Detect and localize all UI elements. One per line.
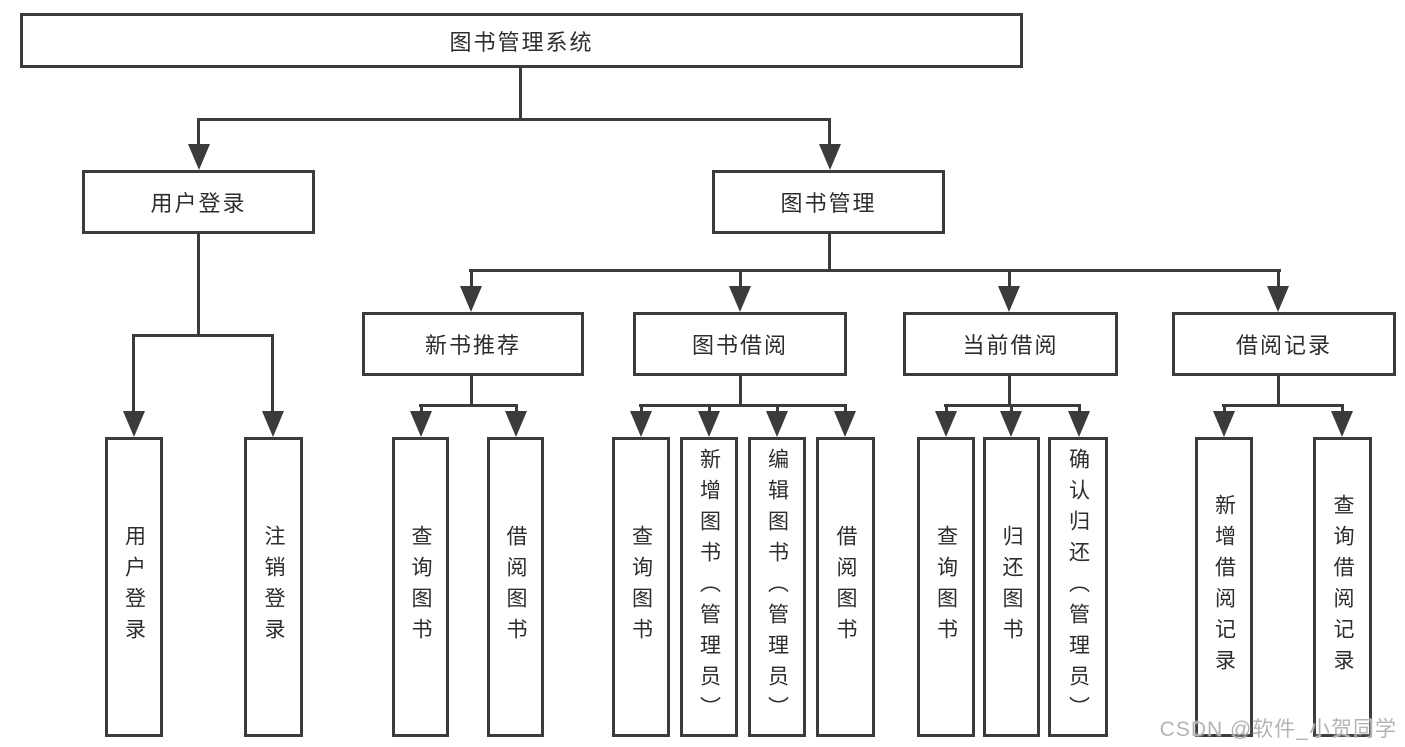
connector-current-stem-3: [1078, 404, 1081, 415]
leaf-recommend-borrow-books: 借阅图书: [487, 437, 544, 737]
connector-recommend-stem-1: [420, 404, 423, 415]
connector-borrow-branch: [639, 404, 847, 407]
leaf-records-add-borrow-record: 新增借阅记录: [1195, 437, 1253, 737]
arrow-down-icon: [698, 411, 720, 437]
arrow-down-icon: [834, 411, 856, 437]
connector-recommend-stem-2: [515, 404, 518, 415]
connector-current-stem-1: [945, 404, 948, 415]
arrow-down-icon: [262, 411, 284, 437]
connector-borrow-stem: [739, 374, 742, 407]
connector-root-right-stem: [828, 118, 831, 150]
arrow-down-icon: [729, 286, 751, 312]
connector-borrow-stem-4: [844, 404, 847, 415]
leaf-current-confirm-return-admin: 确认归还（管理员）: [1048, 437, 1108, 737]
leaf-records-query-borrow-record: 查询借阅记录: [1313, 437, 1372, 737]
connector-mgmt-stem-2: [739, 269, 742, 290]
leaf-current-return-books: 归还图书: [983, 437, 1040, 737]
arrow-down-icon: [1331, 411, 1353, 437]
node-book-borrow: 图书借阅: [633, 312, 847, 376]
leaf-recommend-query-books: 查询图书: [392, 437, 449, 737]
connector-mgmt-branch: [469, 269, 1281, 272]
connector-login-right-stem: [271, 334, 274, 414]
arrow-down-icon: [766, 411, 788, 437]
connector-records-branch: [1222, 404, 1344, 407]
arrow-down-icon: [998, 286, 1020, 312]
node-current-borrow: 当前借阅: [903, 312, 1118, 376]
leaf-borrow-query-books: 查询图书: [612, 437, 670, 737]
connector-records-stem-1: [1223, 404, 1226, 415]
arrow-down-icon: [630, 411, 652, 437]
connector-current-stem-2: [1010, 404, 1013, 415]
connector-mgmt-stem-1: [470, 269, 473, 290]
connector-login-left-stem: [132, 334, 135, 414]
arrow-down-icon: [1000, 411, 1022, 437]
connector-mgmt-stem: [828, 232, 831, 272]
connector-recommend-stem: [470, 374, 473, 407]
connector-mgmt-stem-4: [1277, 269, 1280, 290]
arrow-down-icon: [1267, 286, 1289, 312]
connector-borrow-stem-2: [708, 404, 711, 415]
arrow-down-icon: [505, 411, 527, 437]
arrow-down-icon: [188, 144, 210, 170]
leaf-borrow-edit-books-admin: 编辑图书（管理员）: [748, 437, 806, 737]
leaf-borrow-add-books-admin: 新增图书（管理员）: [680, 437, 738, 737]
arrow-down-icon: [1068, 411, 1090, 437]
arrow-down-icon: [935, 411, 957, 437]
leaf-logout: 注销登录: [244, 437, 303, 737]
connector-root-left-stem: [197, 118, 200, 150]
node-borrow-records: 借阅记录: [1172, 312, 1396, 376]
leaf-borrow-borrow-books: 借阅图书: [816, 437, 875, 737]
node-user-login: 用户登录: [82, 170, 315, 234]
leaf-user-login: 用户登录: [105, 437, 163, 737]
connector-current-stem: [1008, 374, 1011, 407]
arrow-down-icon: [819, 144, 841, 170]
arrow-down-icon: [460, 286, 482, 312]
connector-root-branch: [197, 118, 831, 121]
connector-recommend-branch: [419, 404, 518, 407]
node-book-management: 图书管理: [712, 170, 945, 234]
connector-records-stem-2: [1341, 404, 1344, 415]
arrow-down-icon: [123, 411, 145, 437]
connector-login-stem: [197, 232, 200, 337]
connector-records-stem: [1277, 374, 1280, 407]
connector-borrow-stem-1: [640, 404, 643, 415]
connector-login-branch: [132, 334, 274, 337]
leaf-current-query-books: 查询图书: [917, 437, 975, 737]
connector-mgmt-stem-3: [1008, 269, 1011, 290]
arrow-down-icon: [410, 411, 432, 437]
node-new-book-recommend: 新书推荐: [362, 312, 584, 376]
watermark: CSDN @软件_小贺同学: [1159, 718, 1397, 741]
connector-root-stem: [519, 66, 522, 121]
arrow-down-icon: [1213, 411, 1235, 437]
connector-borrow-stem-3: [776, 404, 779, 415]
node-library-management-system: 图书管理系统: [20, 13, 1023, 68]
